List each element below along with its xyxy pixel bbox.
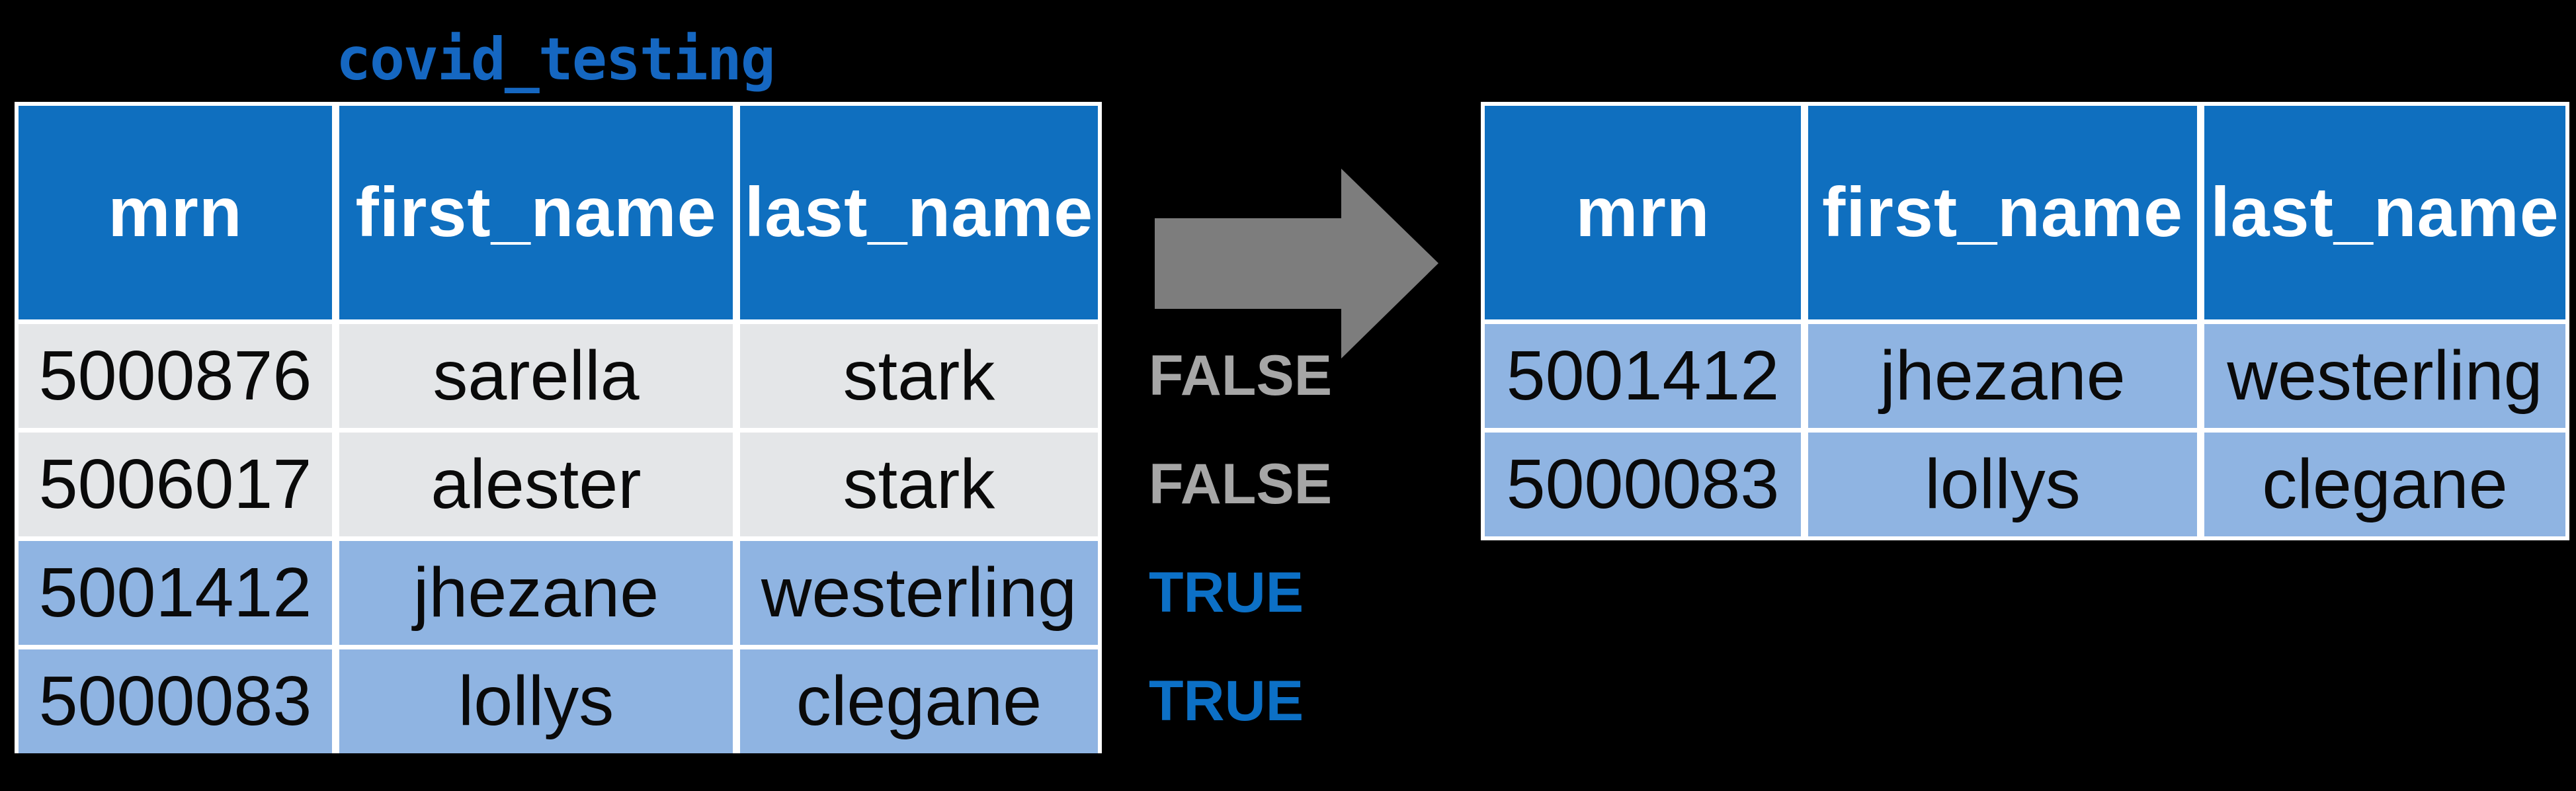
cell-mrn: 5001412	[1485, 324, 1801, 428]
table-title: covid_testing	[336, 25, 776, 93]
header-cell-mrn: mrn	[19, 106, 332, 319]
cell-mrn: 5000083	[19, 649, 332, 753]
cell-mrn: 5000083	[1485, 433, 1801, 536]
cell-last-name: westerling	[2204, 324, 2565, 428]
cell-first-name: jhezane	[339, 541, 733, 645]
row-flag-true: TRUE	[1149, 561, 1304, 624]
cell-last-name: stark	[740, 433, 1098, 536]
cell-first-name: lollys	[339, 649, 733, 753]
cell-first-name: alester	[339, 433, 733, 536]
cell-last-name: stark	[740, 324, 1098, 428]
cell-mrn: 5006017	[19, 433, 332, 536]
header-cell-first-name: first_name	[339, 106, 733, 319]
cell-last-name: clegane	[740, 649, 1098, 753]
cell-last-name: westerling	[740, 541, 1098, 645]
cell-last-name: clegane	[2204, 433, 2565, 536]
row-flag-false: FALSE	[1149, 344, 1333, 407]
row-flag-false: FALSE	[1149, 452, 1333, 516]
row-flag-true: TRUE	[1149, 669, 1304, 733]
cell-mrn: 5001412	[19, 541, 332, 645]
cell-first-name: sarella	[339, 324, 733, 428]
header-cell-last-name: last_name	[740, 106, 1098, 319]
cell-mrn: 5000876	[19, 324, 332, 428]
filtered-result-table: mrn first_name last_name 5001412 jhezane…	[1481, 102, 2569, 540]
header-cell-mrn: mrn	[1485, 106, 1801, 319]
cell-first-name: lollys	[1808, 433, 2197, 536]
covid-testing-table: mrn first_name last_name 5000876 sarella…	[15, 102, 1102, 753]
header-cell-first-name: first_name	[1808, 106, 2197, 319]
header-cell-last-name: last_name	[2204, 106, 2565, 319]
right-arrow-icon	[1155, 169, 1438, 358]
cell-first-name: jhezane	[1808, 324, 2197, 428]
